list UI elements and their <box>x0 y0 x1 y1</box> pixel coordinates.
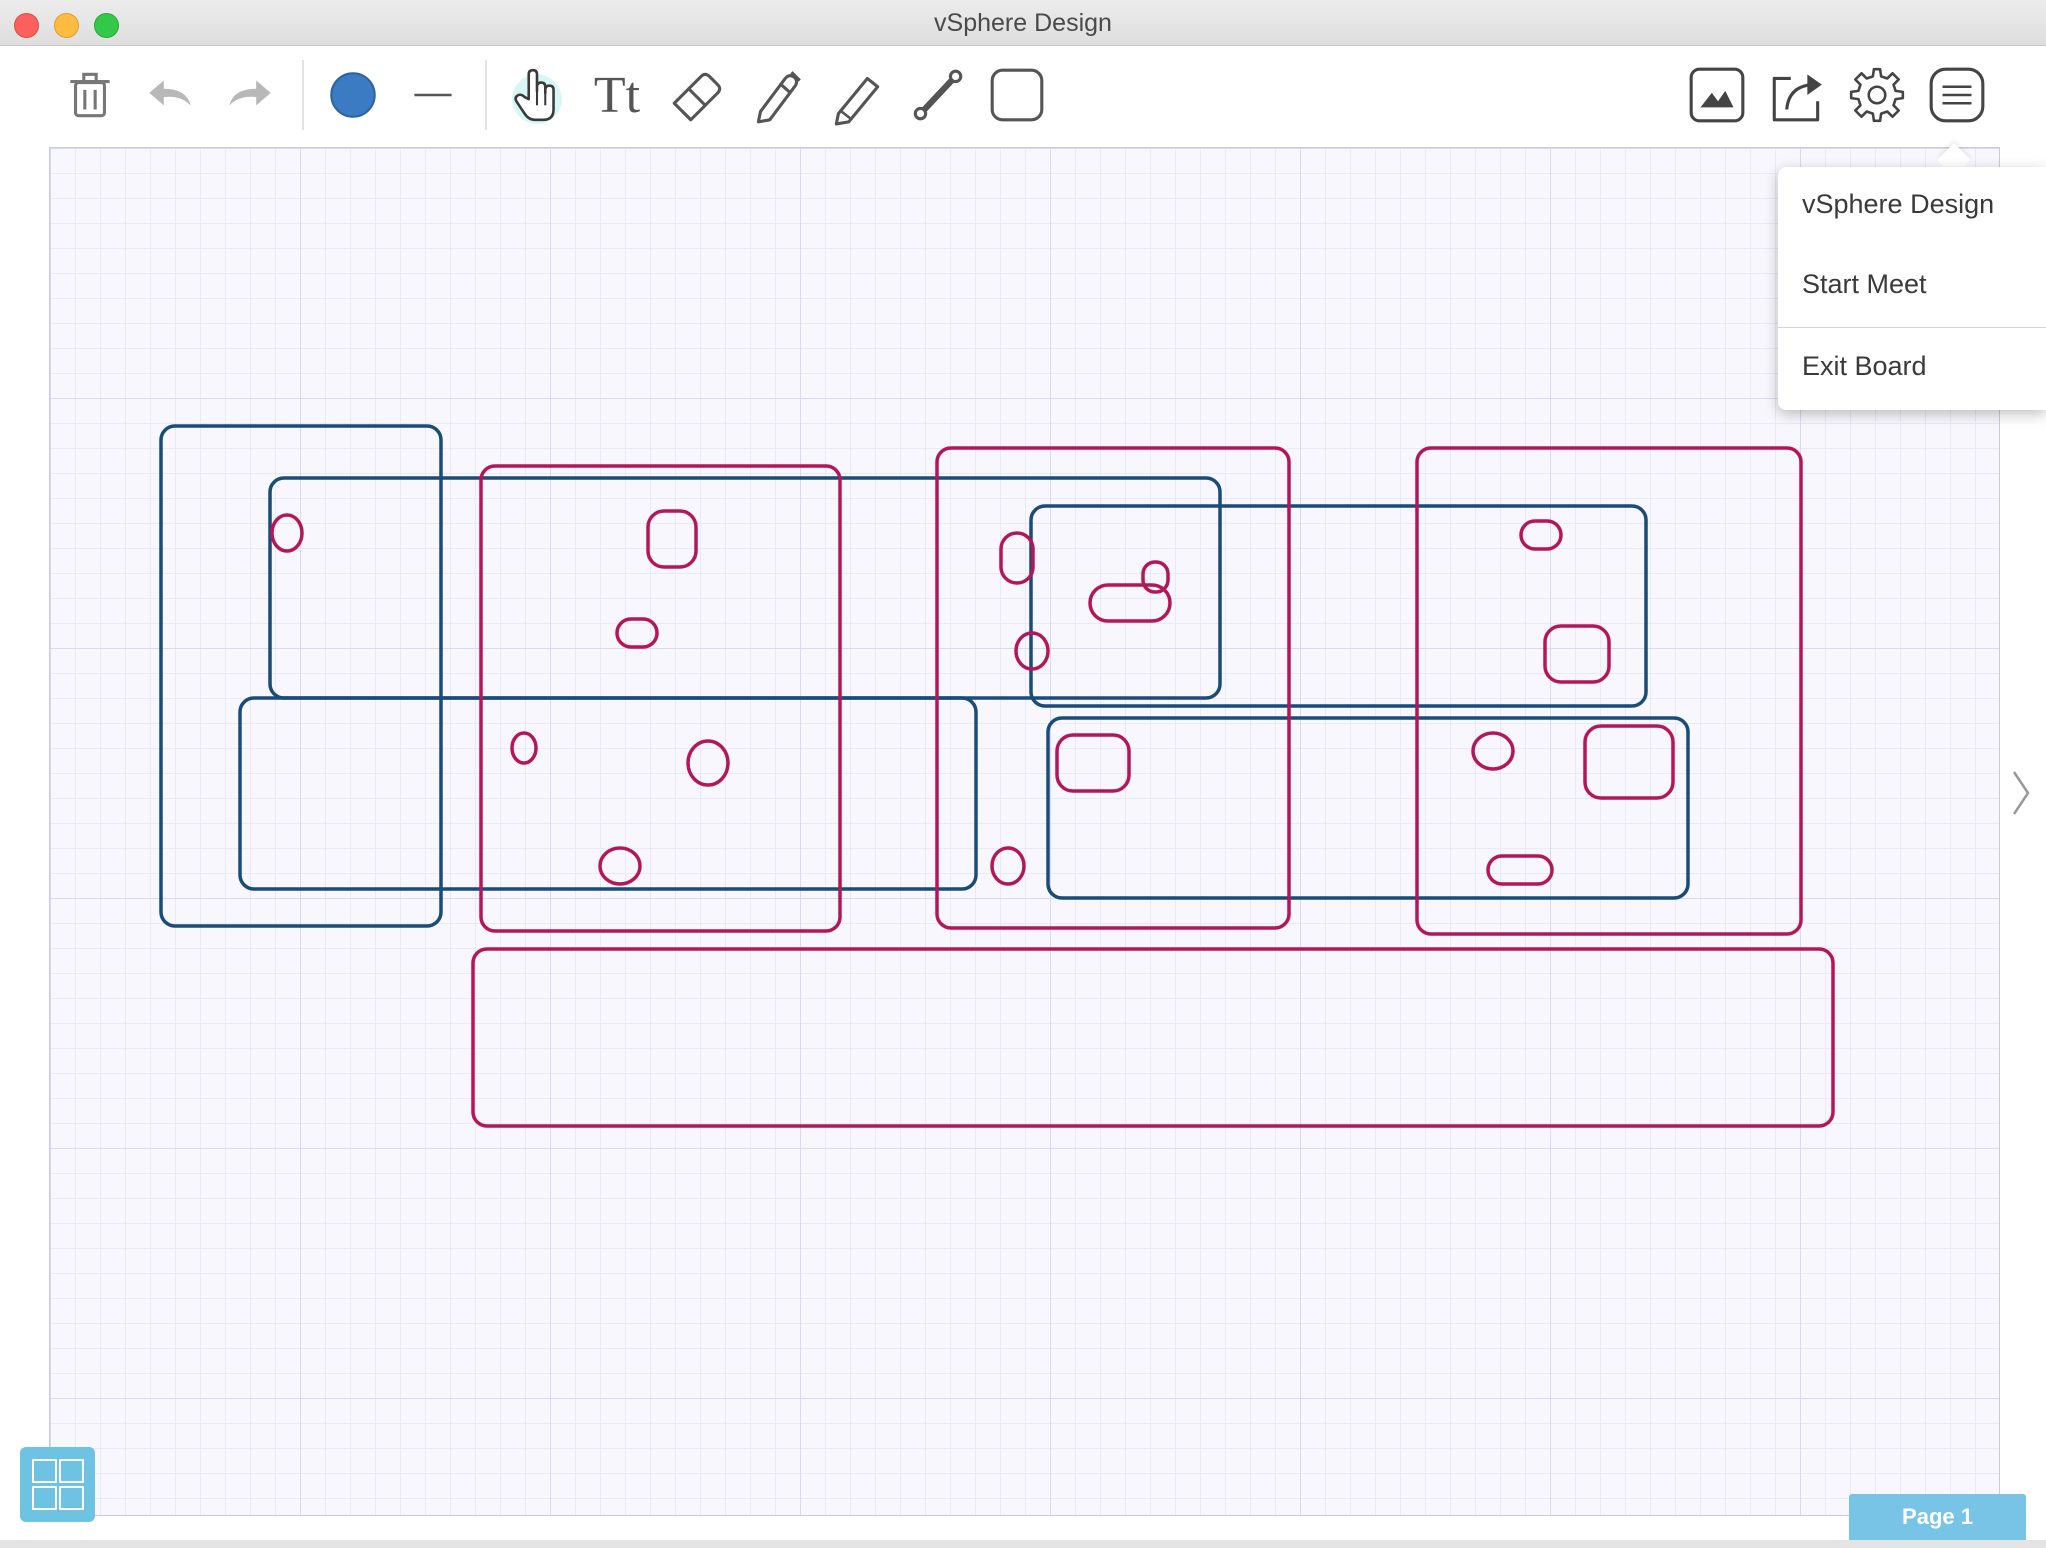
pen-tool-button[interactable] <box>742 60 812 130</box>
shape-tool-button[interactable] <box>982 60 1052 130</box>
close-window-button[interactable] <box>14 13 39 38</box>
grid-icon <box>59 1459 84 1483</box>
share-icon <box>1772 74 1822 122</box>
drawn-rect[interactable] <box>935 446 1291 930</box>
gear-icon <box>1849 67 1905 123</box>
grid-icon <box>59 1486 84 1510</box>
drawn-rect[interactable] <box>159 424 443 928</box>
drawn-circle[interactable] <box>686 739 730 787</box>
drawn-rounded-rect[interactable] <box>1055 733 1131 793</box>
drawn-rect[interactable] <box>471 947 1835 1128</box>
toolbar-divider <box>485 60 487 130</box>
window-title: vSphere Design <box>934 9 1112 37</box>
line-weight-icon <box>414 93 452 97</box>
toolbar-divider <box>302 60 304 130</box>
pencil-icon <box>834 76 880 126</box>
drawn-circle[interactable] <box>510 731 538 765</box>
pencil-tool-button[interactable] <box>822 60 892 130</box>
page-overview-button[interactable] <box>20 1447 95 1522</box>
pan-tool-button[interactable] <box>502 60 572 130</box>
window-bottom-edge <box>0 1540 2046 1548</box>
grid-icon <box>32 1459 57 1483</box>
grid-icon <box>32 1486 57 1510</box>
drawn-pill[interactable] <box>1088 583 1172 623</box>
menu-button[interactable] <box>1922 60 1992 130</box>
maximize-window-button[interactable] <box>94 13 119 38</box>
toolbar: Tt <box>0 46 2046 146</box>
menu-icon <box>1929 67 1985 123</box>
drawn-rect[interactable] <box>268 476 1222 700</box>
chevron-right-icon[interactable] <box>2006 768 2036 818</box>
drawn-pill[interactable] <box>1519 519 1563 551</box>
drawn-circle[interactable] <box>1014 631 1050 671</box>
drawn-circle[interactable] <box>270 513 304 553</box>
redo-icon <box>229 80 271 106</box>
drawn-rect[interactable] <box>238 696 978 891</box>
drawn-rect[interactable] <box>479 464 842 933</box>
redo-button[interactable] <box>215 60 285 130</box>
drawn-circle[interactable] <box>990 846 1026 886</box>
drawn-circle[interactable] <box>1471 731 1515 771</box>
minimize-window-button[interactable] <box>54 13 79 38</box>
undo-button[interactable] <box>135 60 205 130</box>
drawn-pill[interactable] <box>1486 854 1554 886</box>
drawn-pill[interactable] <box>999 531 1035 585</box>
connector-icon <box>913 69 963 121</box>
menu-divider <box>1778 327 2046 328</box>
board-menu: vSphere Design Start Meet Exit Board <box>1778 167 2046 410</box>
drawn-pill[interactable] <box>615 617 659 649</box>
hand-pointer-icon <box>512 68 562 124</box>
rounded-rect-icon <box>990 68 1044 122</box>
insert-image-button[interactable] <box>1682 60 1752 130</box>
drawn-rect[interactable] <box>1415 446 1803 936</box>
drawn-rounded-rect[interactable] <box>646 509 698 569</box>
share-button[interactable] <box>1762 60 1832 130</box>
menu-item-start-meet[interactable]: Start Meet <box>1802 269 1927 299</box>
drawn-pill[interactable] <box>1141 560 1170 594</box>
page-indicator[interactable]: Page 1 <box>1849 1494 2026 1540</box>
pen-icon <box>756 71 801 124</box>
menu-item-exit-board[interactable]: Exit Board <box>1802 351 1927 381</box>
line-tool-button[interactable] <box>902 60 972 130</box>
delete-button[interactable] <box>55 60 125 130</box>
whiteboard-canvas[interactable] <box>49 147 2000 1516</box>
color-button[interactable] <box>318 60 388 130</box>
drawn-rect[interactable] <box>1046 716 1690 900</box>
eraser-tool-button[interactable] <box>662 60 732 130</box>
drawn-rounded-rect[interactable] <box>1543 624 1611 684</box>
menu-item-board-name[interactable]: vSphere Design <box>1802 189 1995 219</box>
trash-icon <box>70 72 110 118</box>
settings-button[interactable] <box>1842 60 1912 130</box>
drawn-circle[interactable] <box>598 846 642 886</box>
drawing-layer <box>159 424 1835 1128</box>
eraser-icon <box>672 72 722 122</box>
text-tool-button[interactable]: Tt <box>582 60 652 130</box>
text-tool-icon: Tt <box>593 66 641 124</box>
undo-icon <box>149 80 191 106</box>
image-icon <box>1689 67 1745 123</box>
drawn-rect[interactable] <box>1029 504 1648 708</box>
window-titlebar: vSphere Design <box>0 0 2046 46</box>
drawn-rounded-rect[interactable] <box>1583 724 1675 800</box>
line-weight-button[interactable] <box>398 60 468 130</box>
color-swatch-icon <box>330 72 376 118</box>
